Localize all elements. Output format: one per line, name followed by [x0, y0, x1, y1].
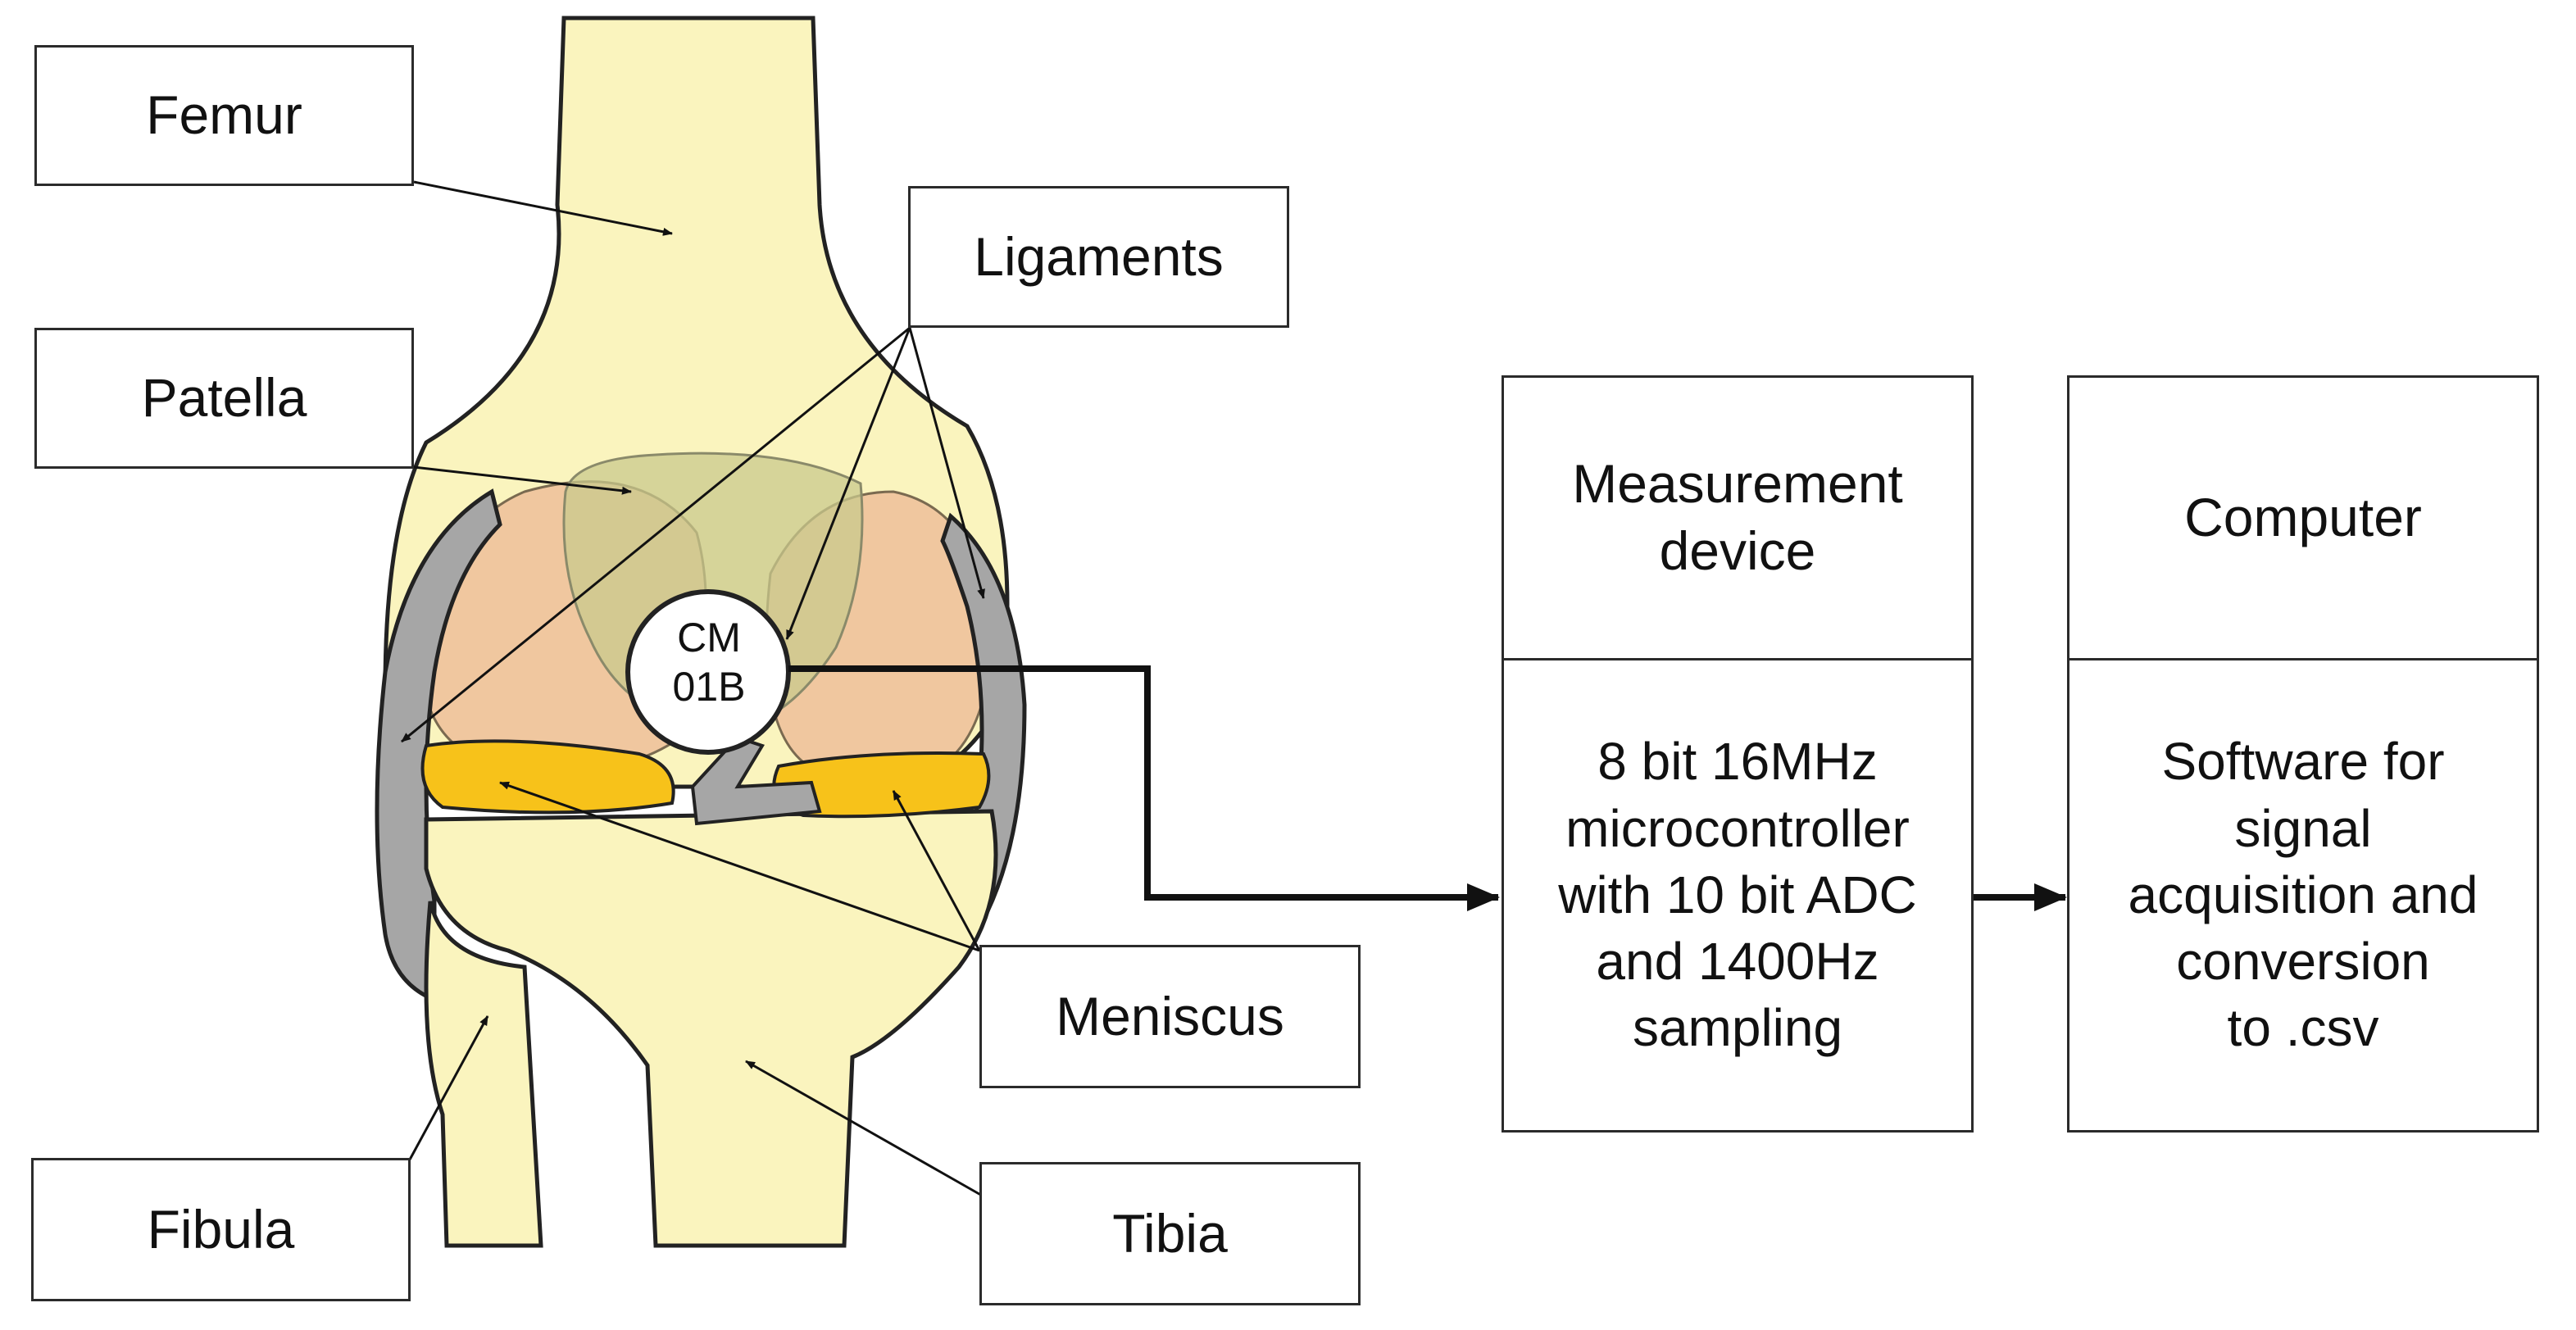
- femur-label: Femur: [34, 45, 414, 186]
- patella-label: Patella: [34, 328, 414, 469]
- femur-label-text: Femur: [146, 84, 302, 146]
- tibia-label-text: Tibia: [1112, 1202, 1228, 1264]
- sensor-label: CM 01B: [672, 615, 746, 710]
- lateral-ligament-left: [375, 488, 502, 1003]
- computer-block: Computer Software for signal acquisition…: [2067, 375, 2539, 1133]
- meniscus-left: [420, 739, 675, 815]
- sensor-cable-arrow: [788, 665, 1500, 911]
- fibula-label-text: Fibula: [147, 1198, 295, 1260]
- computer-description: Software for signal acquisition and conv…: [2128, 732, 2478, 1058]
- ligaments-label-text: Ligaments: [974, 225, 1224, 287]
- tibia-pointer: [745, 1060, 984, 1198]
- measurement-device-title-text: Measurement device: [1572, 453, 1903, 581]
- meniscus-label: Meniscus: [979, 945, 1361, 1088]
- ligaments-label: Ligaments: [908, 186, 1289, 328]
- measurement-device-block: Measurement device 8 bit 16MHz microcont…: [1502, 375, 1974, 1133]
- computer-title-text: Computer: [2184, 487, 2422, 548]
- meniscus-pointer-1: [499, 781, 980, 952]
- ligaments-pointer-3: [908, 327, 985, 599]
- meniscus-label-text: Meniscus: [1056, 985, 1284, 1046]
- fibula-label: Fibula: [31, 1158, 411, 1301]
- meniscus-pointer-2: [892, 790, 981, 951]
- measurement-device-title: Measurement device: [1504, 378, 1971, 660]
- fibula-bone: [424, 901, 543, 1248]
- patella-pointer: [413, 465, 632, 495]
- ligaments-pointer-2: [785, 327, 911, 640]
- fibula-pointer: [408, 1015, 489, 1160]
- femur-pointer: [413, 180, 673, 236]
- patella-label-text: Patella: [141, 367, 307, 429]
- tibia-bone: [424, 809, 998, 1248]
- ligaments-pointer-1: [401, 326, 911, 743]
- tibia-label: Tibia: [979, 1162, 1361, 1305]
- computer-title: Computer: [2069, 378, 2537, 660]
- measurement-device-description: 8 bit 16MHz microcontroller with 10 bit …: [1558, 732, 1917, 1058]
